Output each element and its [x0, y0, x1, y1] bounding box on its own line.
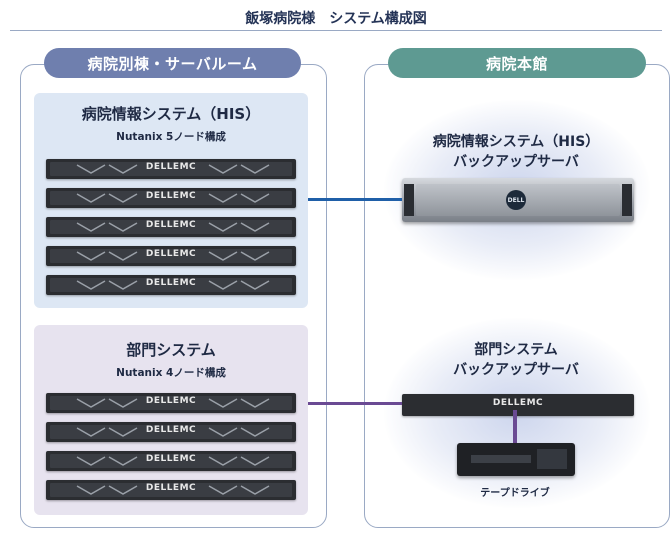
his-backup-server: DELL — [402, 178, 634, 222]
page-title: 飯塚病院様 システム構成図 — [245, 11, 427, 27]
his-backup-title-line2: バックアップサーバ — [453, 154, 579, 170]
bezel-chevron-icon — [76, 280, 106, 290]
server-brand-label: DELLEMC — [145, 249, 197, 259]
server-brand-label: DELLEMC — [145, 396, 197, 406]
dept-backup-link — [308, 402, 402, 405]
rack-server: DELLEMC — [46, 217, 296, 237]
rack-server: DELLEMC — [46, 246, 296, 266]
tape-slot — [471, 455, 531, 463]
tape-drive-label: テープドライブ — [480, 488, 550, 499]
bezel-chevron-icon — [240, 485, 270, 495]
dell-logo-badge: DELL — [506, 190, 526, 210]
his-cluster-title: 病院情報システム（HIS） — [81, 105, 261, 123]
rack-server: DELLEMC — [46, 275, 296, 295]
rack-server: DELLEMC — [46, 480, 296, 500]
server-brand-label: DELLEMC — [145, 425, 197, 435]
bezel-chevron-icon — [76, 222, 106, 232]
bezel-chevron-icon — [108, 456, 138, 466]
dept-cluster-title: 部門システム — [126, 341, 216, 359]
bezel-chevron-icon — [108, 222, 138, 232]
dept-backup-title-line1: 部門システム — [474, 342, 558, 358]
his-backup-title-line1: 病院情報システム（HIS） — [432, 134, 600, 150]
bezel-chevron-icon — [240, 398, 270, 408]
server-brand-label: DELLEMC — [145, 162, 197, 172]
bezel-chevron-icon — [76, 251, 106, 261]
tape-drive — [457, 443, 575, 476]
rack-server: DELLEMC — [46, 422, 296, 442]
bezel-chevron-icon — [240, 164, 270, 174]
server-room-header: 病院別棟・サーバルーム — [44, 48, 301, 78]
bezel-chevron-icon — [108, 485, 138, 495]
dept-backup-server: DELLEMC — [402, 394, 634, 416]
bezel-chevron-icon — [208, 251, 238, 261]
title-divider — [10, 30, 662, 31]
server-ear-left — [404, 184, 414, 216]
server-brand-label: DELLEMC — [492, 398, 544, 408]
bezel-chevron-icon — [208, 456, 238, 466]
bezel-chevron-icon — [208, 193, 238, 203]
bezel-chevron-icon — [240, 456, 270, 466]
his-cluster-subtitle: Nutanix 5ノード構成 — [116, 131, 226, 143]
bezel-chevron-icon — [76, 485, 106, 495]
dept-backup-title-line2: バックアップサーバ — [453, 362, 579, 378]
rack-server: DELLEMC — [46, 188, 296, 208]
bezel-chevron-icon — [208, 222, 238, 232]
bezel-chevron-icon — [240, 251, 270, 261]
bezel-chevron-icon — [108, 398, 138, 408]
bezel-chevron-icon — [208, 280, 238, 290]
bezel-chevron-icon — [76, 398, 106, 408]
server-brand-label: DELLEMC — [145, 483, 197, 493]
server-brand-label: DELLEMC — [145, 191, 197, 201]
bezel-chevron-icon — [76, 193, 106, 203]
backup-to-tape-link — [513, 410, 517, 444]
main-building-header: 病院本館 — [388, 48, 646, 78]
rack-server: DELLEMC — [46, 451, 296, 471]
bezel-chevron-icon — [108, 164, 138, 174]
server-brand-label: DELLEMC — [145, 278, 197, 288]
bezel-chevron-icon — [108, 427, 138, 437]
bezel-chevron-icon — [240, 193, 270, 203]
rack-server: DELLEMC — [46, 393, 296, 413]
bezel-chevron-icon — [76, 164, 106, 174]
bezel-chevron-icon — [108, 251, 138, 261]
his-backup-link — [308, 198, 402, 201]
tape-control-panel — [537, 449, 567, 469]
bezel-chevron-icon — [240, 280, 270, 290]
bezel-chevron-icon — [108, 280, 138, 290]
dept-cluster-subtitle: Nutanix 4ノード構成 — [116, 367, 226, 379]
bezel-chevron-icon — [208, 398, 238, 408]
server-brand-label: DELLEMC — [145, 454, 197, 464]
bezel-chevron-icon — [208, 427, 238, 437]
his-cluster-panel: 病院情報システム（HIS） Nutanix 5ノード構成 DELLEMC DELL… — [34, 93, 308, 308]
bezel-chevron-icon — [240, 427, 270, 437]
dept-cluster-panel: 部門システム Nutanix 4ノード構成 DELLEMC DELLEMC DELL… — [34, 325, 308, 515]
bezel-chevron-icon — [76, 427, 106, 437]
server-ear-right — [622, 184, 632, 216]
bezel-chevron-icon — [208, 164, 238, 174]
bezel-chevron-icon — [240, 222, 270, 232]
server-brand-label: DELLEMC — [145, 220, 197, 230]
bezel-chevron-icon — [76, 456, 106, 466]
bezel-chevron-icon — [208, 485, 238, 495]
bezel-chevron-icon — [108, 193, 138, 203]
rack-server: DELLEMC — [46, 159, 296, 179]
